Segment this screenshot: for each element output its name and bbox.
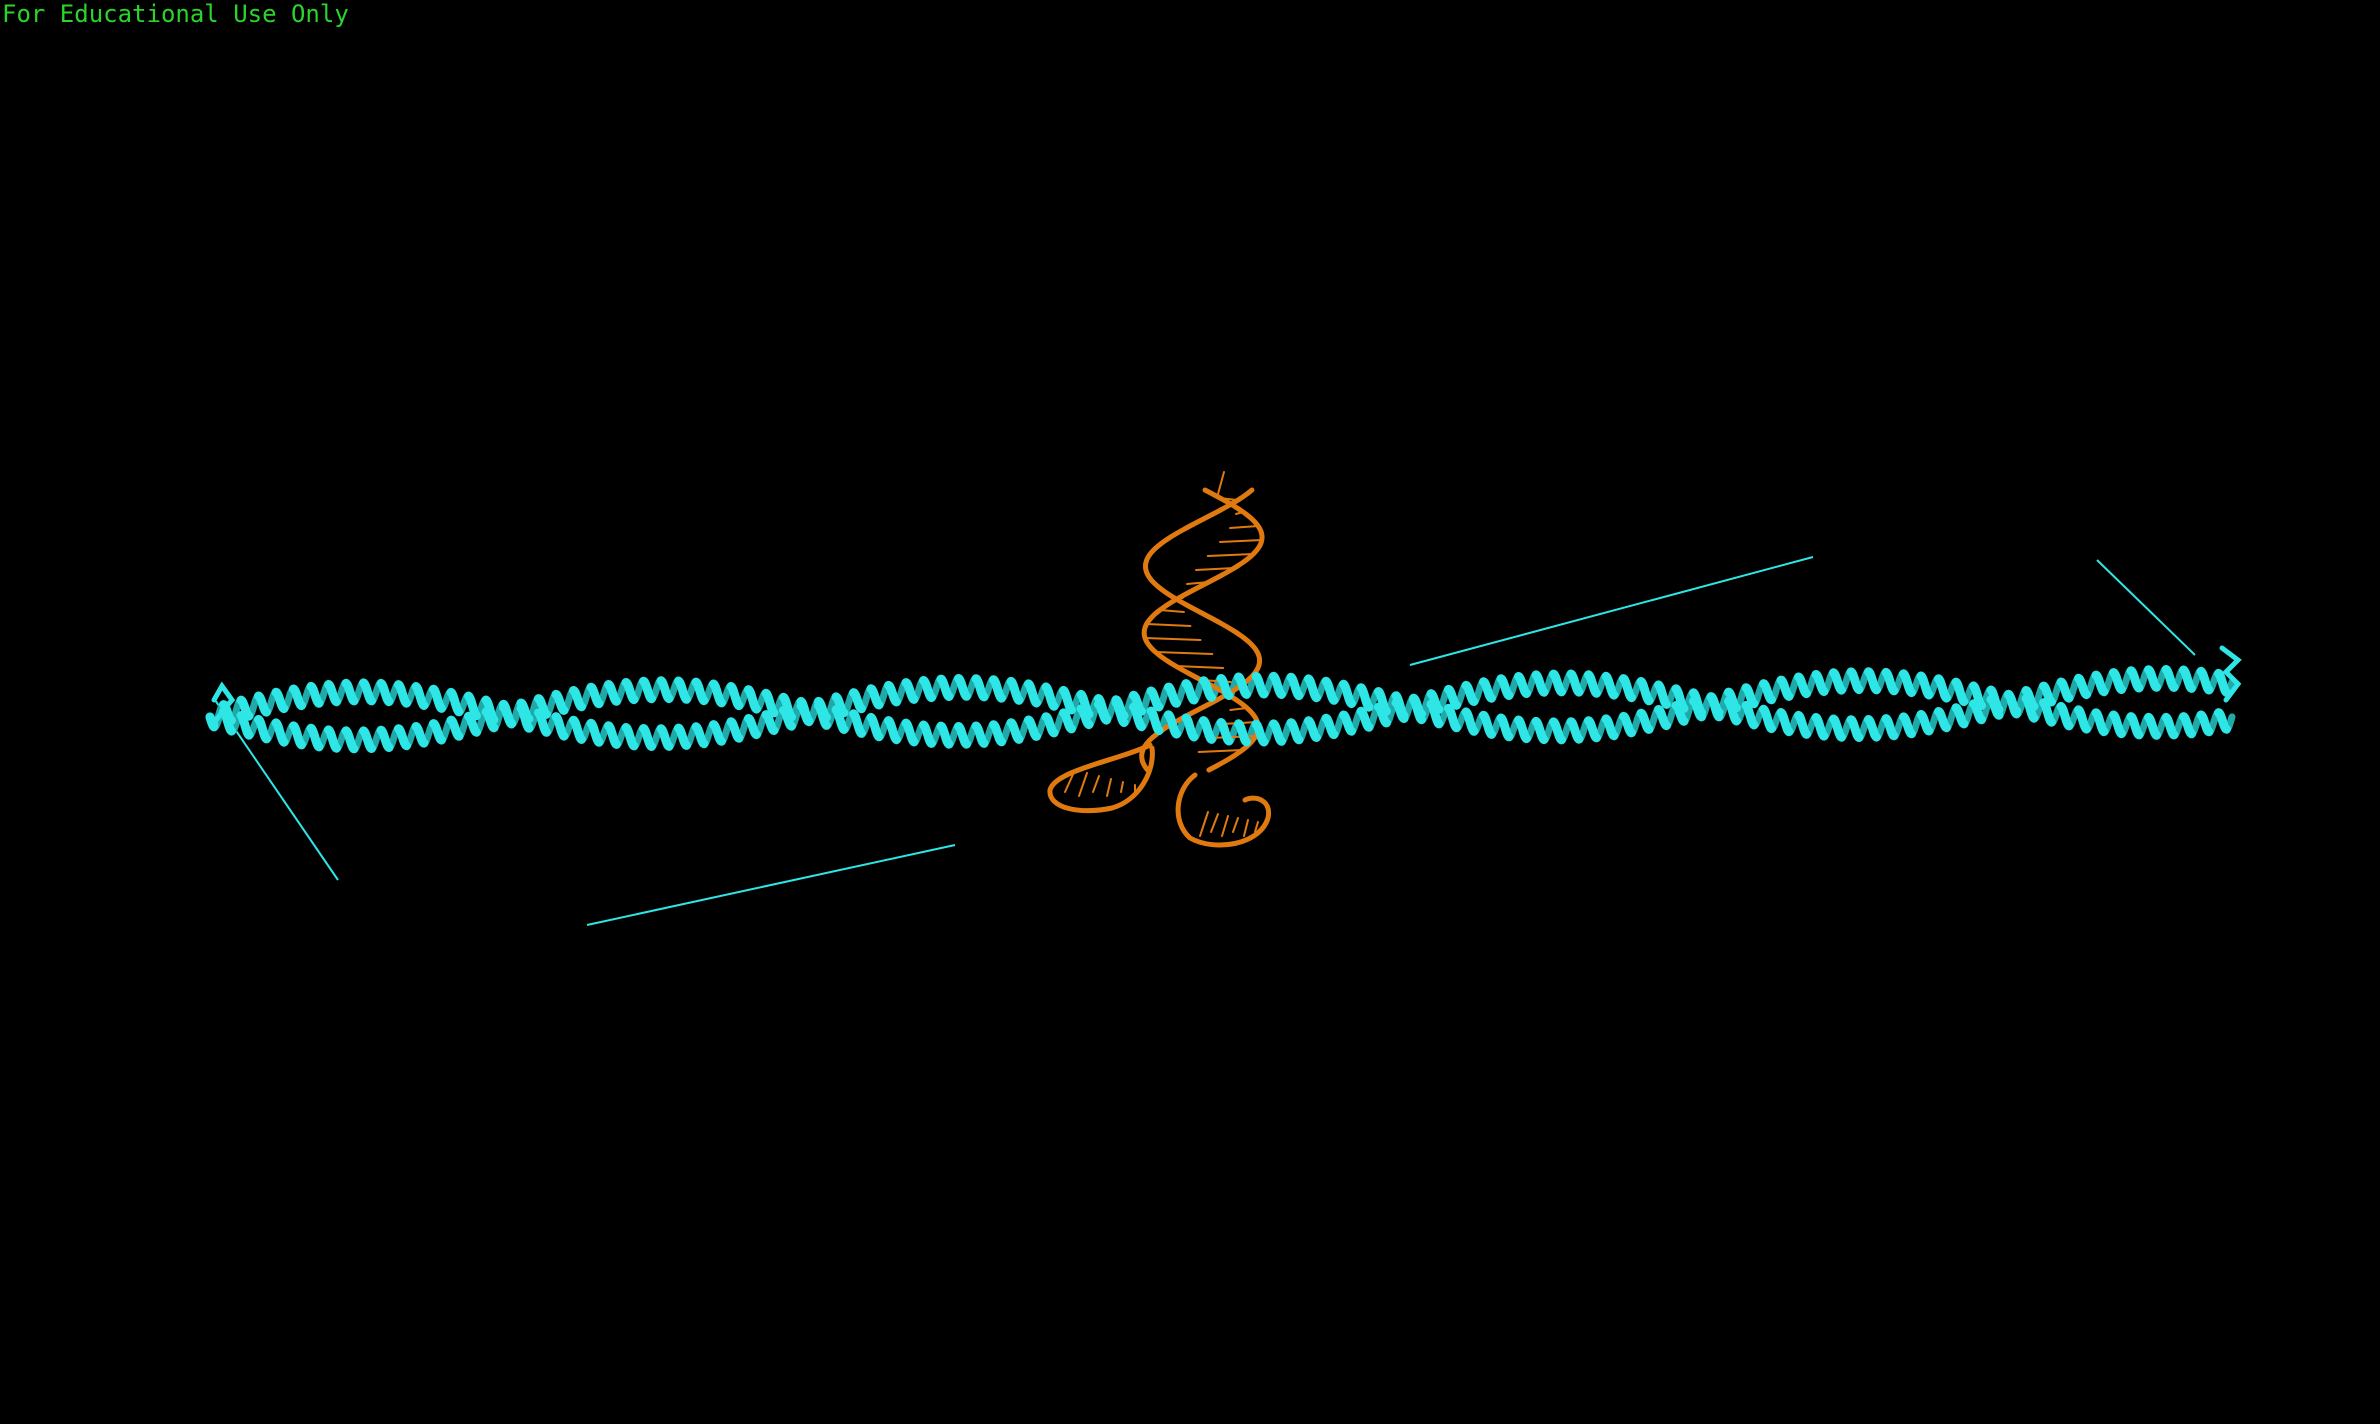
protein-coiled-coil-front	[205, 645, 2242, 754]
dna-right-loop	[1175, 772, 1272, 848]
base-pair-rung	[1144, 637, 1202, 641]
loop-base	[1064, 769, 1076, 793]
base-pair-rung	[1229, 525, 1260, 529]
loop-base	[1232, 817, 1239, 833]
loop-base	[1221, 815, 1229, 837]
base-pair-rung	[1219, 539, 1263, 543]
loop-base	[1210, 813, 1219, 833]
c-terminus-cap	[2219, 645, 2242, 703]
leader-line	[586, 844, 956, 926]
base-pair-rung	[1197, 749, 1244, 753]
base-pair-rung	[1158, 609, 1185, 613]
loop-base	[1243, 819, 1249, 837]
leader-line	[2096, 559, 2196, 656]
base-pair-rung	[1145, 623, 1192, 627]
base-pair-rung	[1206, 553, 1255, 557]
n-terminus-cap	[209, 681, 236, 729]
base-pair-rung	[1229, 707, 1248, 711]
leader-line	[1409, 556, 1814, 666]
dna-tail	[1217, 471, 1225, 495]
dna-left-loop	[1047, 742, 1155, 814]
base-pair-rung	[1235, 511, 1245, 515]
base-pair-rung	[1154, 651, 1214, 655]
base-pair-rung	[1181, 595, 1184, 599]
loop-base	[1199, 811, 1209, 837]
loop-base	[1120, 781, 1124, 793]
nucleic-acid-helix	[1047, 471, 1272, 848]
loop-base	[1106, 778, 1112, 797]
base-pair-rung	[1219, 497, 1238, 501]
base-pair-rung	[1174, 665, 1225, 669]
base-pair-rung	[1186, 581, 1210, 585]
watermark-label: For Educational Use Only	[2, 0, 349, 28]
base-pair-rung	[1195, 567, 1236, 571]
loop-base	[1092, 775, 1100, 793]
loop-base	[1078, 772, 1088, 797]
loop-base	[1254, 821, 1259, 833]
